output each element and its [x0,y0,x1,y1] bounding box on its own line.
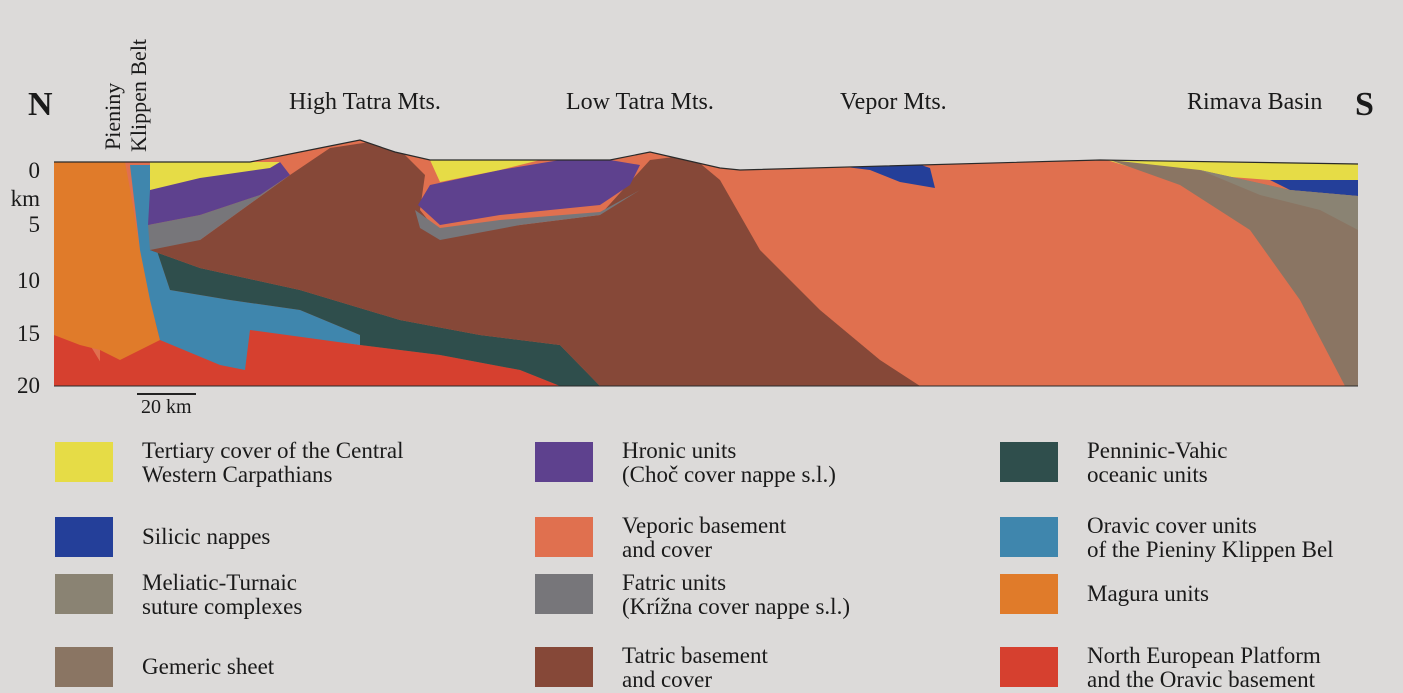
legend-swatch-gemeric [55,647,113,687]
legend-label-fatric: Fatric units(Krížna cover nappe s.l.) [622,571,850,619]
legend-line2: Western Carpathians [142,463,404,487]
legend-line1: Gemeric sheet [142,655,274,679]
legend-line1: Hronic units [622,439,836,463]
legend-swatch-fatric [535,574,593,614]
legend-line2: and cover [622,538,786,562]
legend-line1: Penninic-Vahic [1087,439,1228,463]
legend-line1: North European Platform [1087,644,1321,668]
legend-line1: Meliatic-Turnaic [142,571,302,595]
legend-swatch-tatric [535,647,593,687]
legend-line1: Silicic nappes [142,525,270,549]
legend-swatch-tertiary [55,442,113,482]
legend-swatch-oravic_cover [1000,517,1058,557]
legend-line1: Veporic basement [622,514,786,538]
legend-line2: suture complexes [142,595,302,619]
legend-line2: oceanic units [1087,463,1228,487]
legend-line2: and the Oravic basement [1087,668,1321,692]
legend-label-hronic: Hronic units(Choč cover nappe s.l.) [622,439,836,487]
legend-line2: (Choč cover nappe s.l.) [622,463,836,487]
legend-line2: and cover [622,668,768,692]
legend-swatch-hronic [535,442,593,482]
legend-label-magura: Magura units [1087,582,1209,606]
legend-swatch-north_european [1000,647,1058,687]
legend-swatch-magura [1000,574,1058,614]
legend-line1: Magura units [1087,582,1209,606]
legend-line1: Tatric basement [622,644,768,668]
legend-line1: Tertiary cover of the Central [142,439,404,463]
legend-swatch-silicic [55,517,113,557]
legend-line1: Oravic cover units [1087,514,1334,538]
legend-line2: of the Pieniny Klippen Bel [1087,538,1334,562]
legend-label-gemeric: Gemeric sheet [142,655,274,679]
legend-line1: Fatric units [622,571,850,595]
legend-swatch-meliatic [55,574,113,614]
legend-swatch-penninic [1000,442,1058,482]
scale-bar-label: 20 km [141,396,192,419]
legend-line2: (Krížna cover nappe s.l.) [622,595,850,619]
legend-label-silicic: Silicic nappes [142,525,270,549]
legend-swatch-veporic [535,517,593,557]
